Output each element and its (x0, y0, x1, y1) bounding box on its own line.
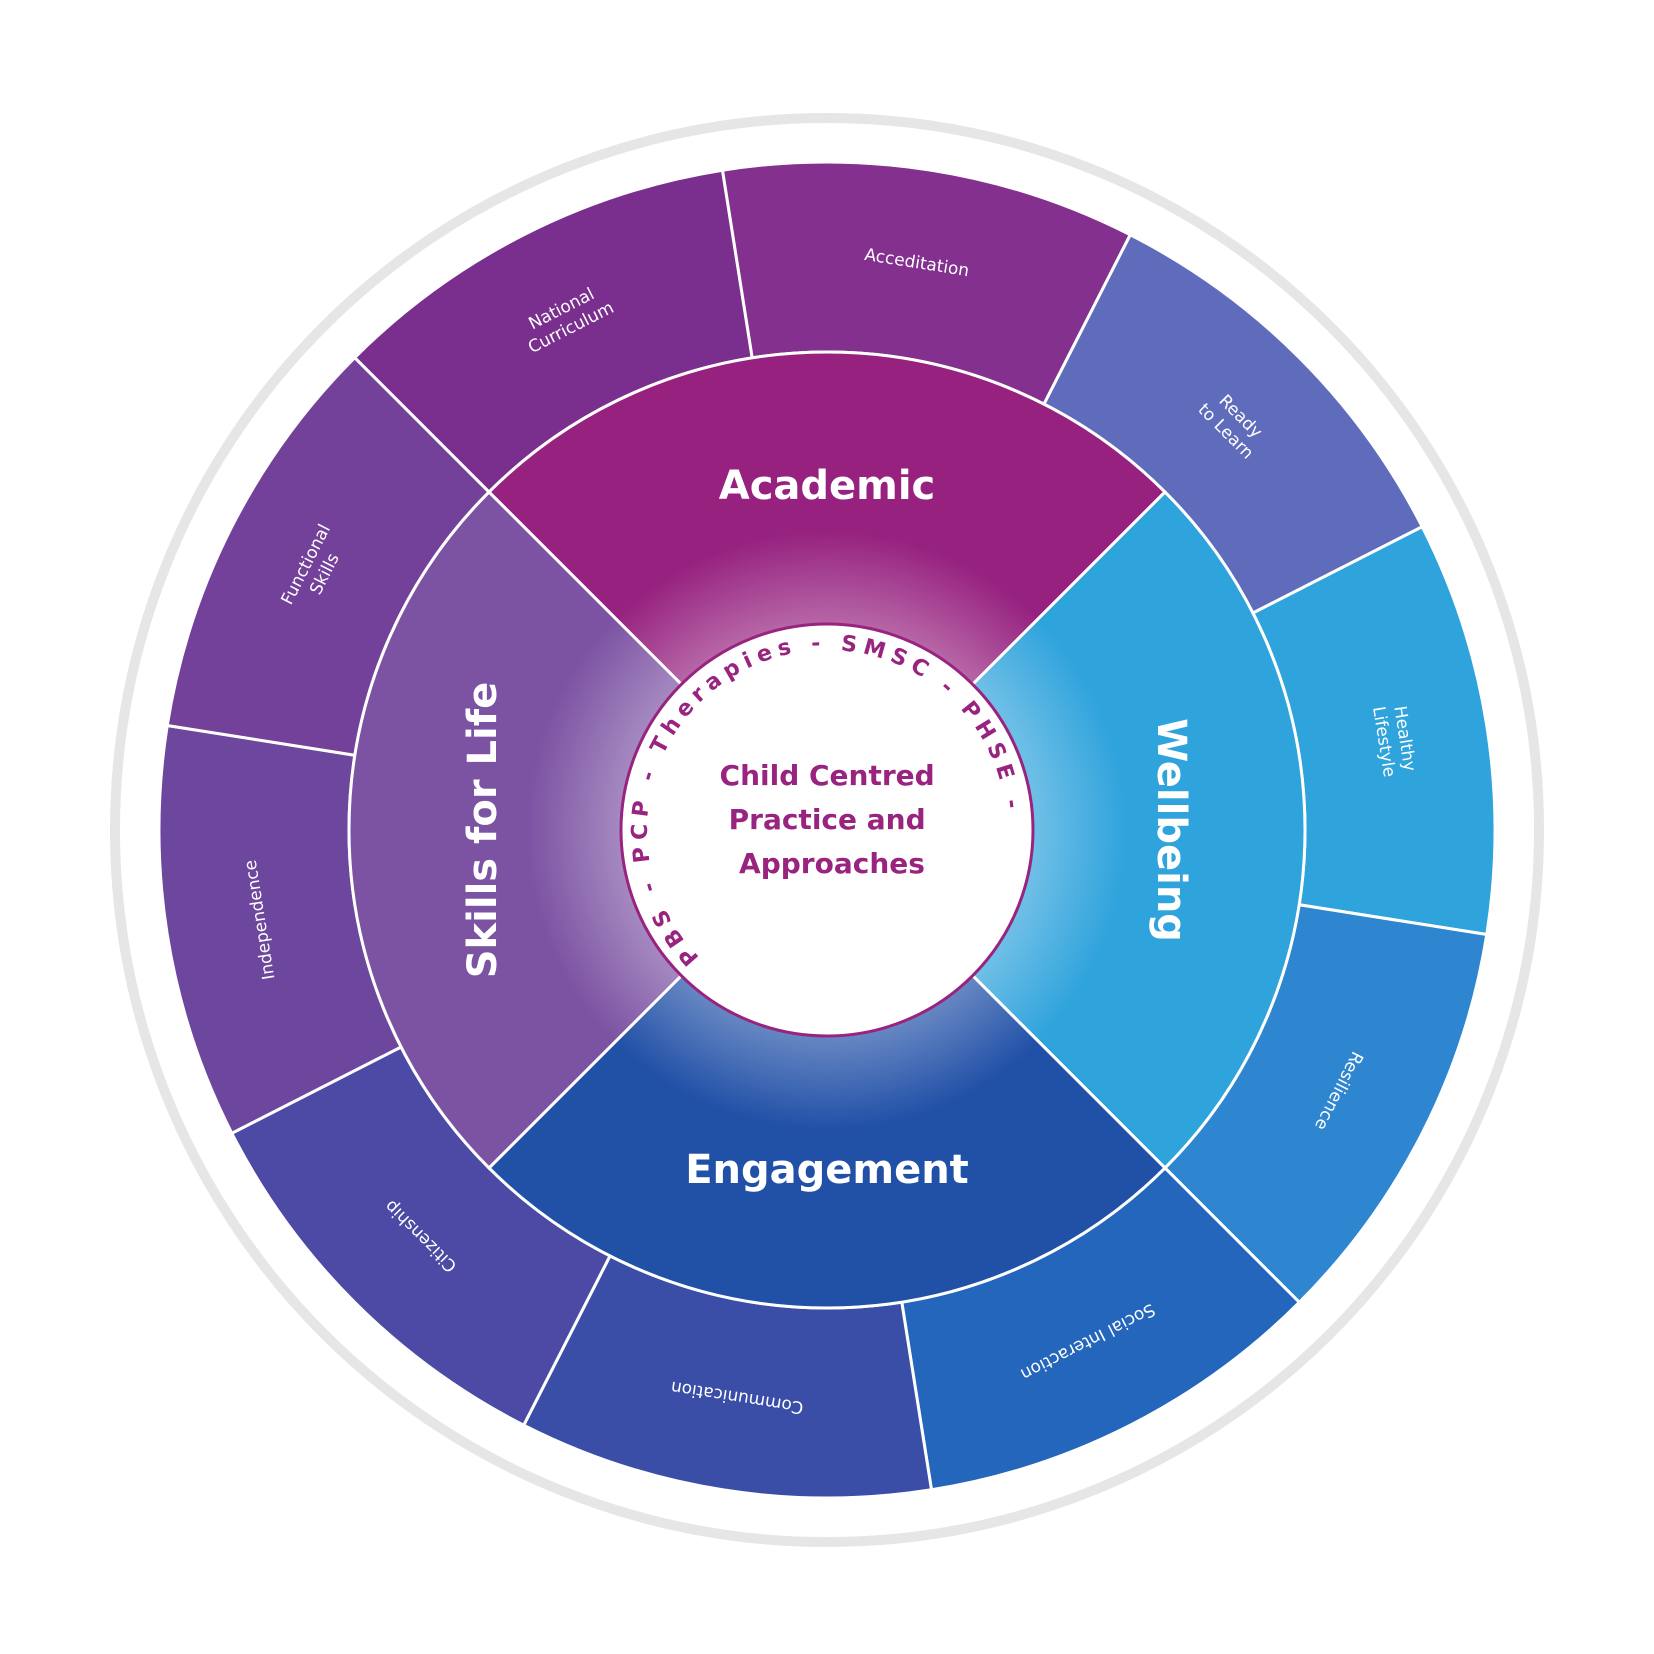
center-line-3: Approaches (739, 847, 925, 880)
center-title: Child Centred Practice and Approaches (720, 759, 945, 880)
outer-border-ring (110, 113, 1544, 1547)
center-circle (619, 622, 1035, 1038)
middle-label-engagement: Engagement (685, 1147, 969, 1193)
middle-label-academic: Academic (719, 463, 936, 509)
center-line-1: Child Centred (720, 759, 935, 792)
middle-label-skills-for-life: Skills for Life (460, 682, 506, 979)
middle-label-wellbeing: Wellbeing (1148, 718, 1194, 942)
center-line-2: Practice and (729, 803, 926, 836)
